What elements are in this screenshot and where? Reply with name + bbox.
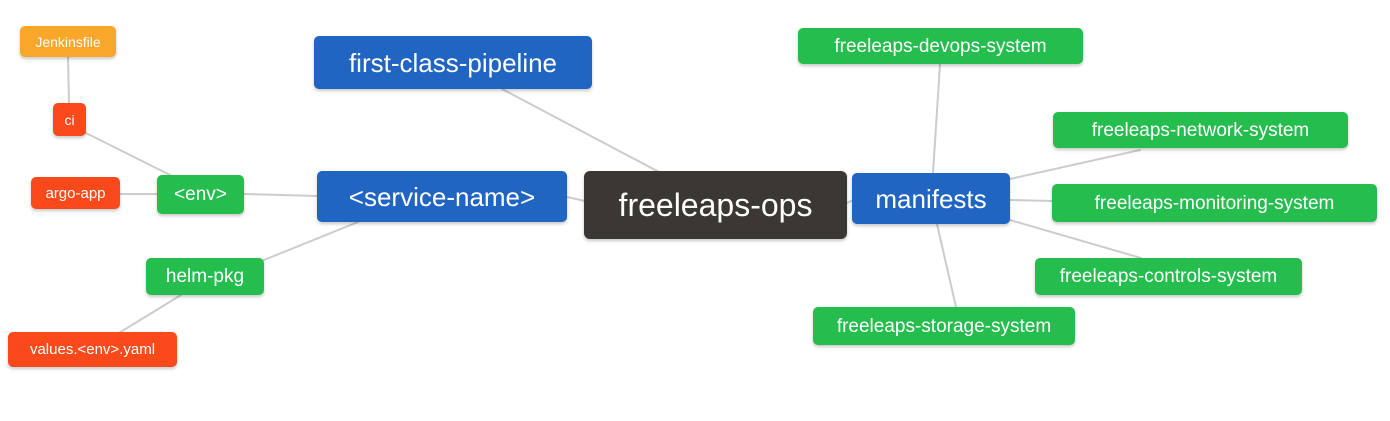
node-freeleaps-network-system[interactable]: freeleaps-network-system <box>1053 112 1348 148</box>
node-helm-pkg[interactable]: helm-pkg <box>146 258 264 295</box>
node-env-label: <env> <box>174 184 227 205</box>
edge-service-name-ops <box>566 196 586 202</box>
edge-env-service-name <box>243 193 318 197</box>
node-helm-pkg-label: helm-pkg <box>165 266 245 287</box>
node-freeleaps-controls-system[interactable]: freeleaps-controls-system <box>1035 258 1302 295</box>
node-values-env-yaml[interactable]: values.<env>.yaml <box>8 332 177 367</box>
node-freeleaps-ops[interactable]: freeleaps-ops <box>584 171 847 239</box>
node-argo-app-label: argo-app <box>45 184 106 202</box>
edge-ci-env <box>83 131 173 177</box>
node-freeleaps-devops-system-label: freeleaps-devops-system <box>834 35 1047 57</box>
node-manifests[interactable]: manifests <box>852 173 1010 224</box>
node-jenkinsfile-label: Jenkinsfile <box>35 33 101 50</box>
edge-manifests-monitoring <box>1009 199 1053 202</box>
node-freeleaps-network-system-label: freeleaps-network-system <box>1091 119 1310 141</box>
node-freeleaps-storage-system[interactable]: freeleaps-storage-system <box>813 307 1075 345</box>
edge-manifests-storage <box>936 223 957 308</box>
edge-manifests-controls <box>1009 219 1142 259</box>
node-jenkinsfile[interactable]: Jenkinsfile <box>20 26 116 57</box>
node-values-env-yaml-label: values.<env>.yaml <box>29 341 156 358</box>
edge-service-name-helm-pkg <box>263 221 359 261</box>
node-env[interactable]: <env> <box>157 175 244 214</box>
edge-helm-pkg-values <box>118 294 182 334</box>
node-freeleaps-devops-system[interactable]: freeleaps-devops-system <box>798 28 1083 64</box>
node-first-class-pipeline-label: first-class-pipeline <box>348 47 558 78</box>
node-service-name[interactable]: <service-name> <box>317 171 567 222</box>
node-freeleaps-storage-system-label: freeleaps-storage-system <box>836 315 1052 337</box>
edge-jenkinsfile-ci <box>67 56 70 105</box>
node-freeleaps-monitoring-system[interactable]: freeleaps-monitoring-system <box>1052 184 1377 222</box>
node-argo-app[interactable]: argo-app <box>31 177 120 209</box>
node-service-name-label: <service-name> <box>348 181 536 212</box>
edge-manifests-devops <box>932 63 941 174</box>
node-freeleaps-monitoring-system-label: freeleaps-monitoring-system <box>1094 192 1335 214</box>
node-ci[interactable]: ci <box>53 103 86 136</box>
edge-pipeline-ops <box>501 88 660 173</box>
node-ci-label: ci <box>64 111 75 128</box>
edge-manifests-network <box>1009 149 1141 180</box>
node-freeleaps-ops-label: freeleaps-ops <box>618 187 813 223</box>
node-freeleaps-controls-system-label: freeleaps-controls-system <box>1059 266 1278 287</box>
node-manifests-label: manifests <box>875 183 987 214</box>
node-first-class-pipeline[interactable]: first-class-pipeline <box>314 36 592 89</box>
